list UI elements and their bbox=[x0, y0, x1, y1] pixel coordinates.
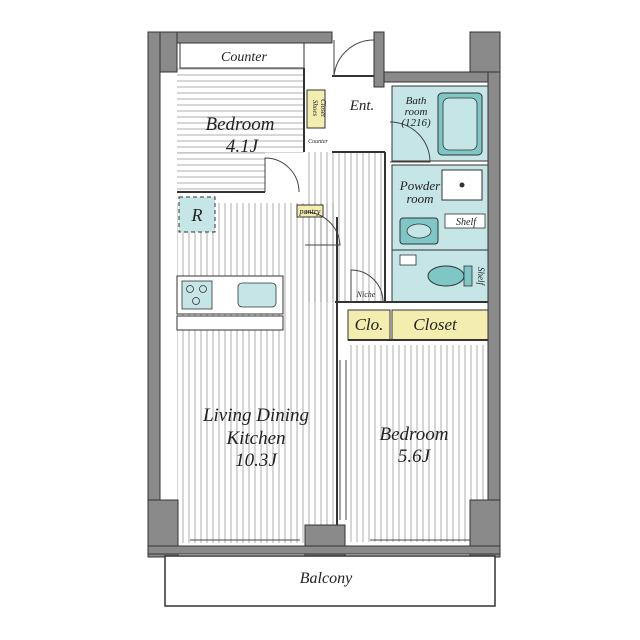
room-labels: Counter Bedroom 4.1J Shoes Closet Counte… bbox=[191, 50, 487, 587]
kitchen-counter bbox=[176, 275, 284, 331]
hall-door-swing bbox=[304, 211, 341, 246]
ldk-size: 10.3J bbox=[235, 450, 278, 471]
niche-label: Niche bbox=[356, 290, 376, 299]
bedroom-small-floor bbox=[177, 68, 304, 153]
bedroom-large-size: 5.6J bbox=[398, 446, 432, 467]
closet-box bbox=[391, 309, 489, 341]
shelf-toilet-label: Shelf bbox=[476, 267, 486, 286]
bathroom-label-2: room bbox=[405, 106, 428, 118]
clo-box bbox=[347, 309, 391, 341]
door-swings bbox=[264, 39, 431, 303]
shoes-closet-label-1: Shoes bbox=[311, 100, 319, 117]
wall-right bbox=[487, 31, 501, 558]
counter-top-box bbox=[179, 42, 305, 69]
entrance-door-swing bbox=[333, 39, 375, 77]
ldk-floor bbox=[177, 203, 337, 543]
clo-label: Clo. bbox=[355, 315, 384, 334]
toilet-icon bbox=[427, 265, 465, 287]
refrigerator-label: R bbox=[191, 205, 203, 225]
shoes-closet-box bbox=[306, 89, 326, 129]
outer-walls bbox=[147, 31, 501, 558]
floor-areas bbox=[177, 68, 488, 543]
closets bbox=[296, 89, 489, 341]
stove-icon bbox=[181, 280, 213, 310]
counter-top-label: Counter bbox=[221, 50, 267, 65]
bedroom-small-name: Bedroom bbox=[206, 114, 275, 135]
counter-small-label: Counter bbox=[308, 139, 328, 145]
powder-room-label-2: room bbox=[407, 191, 434, 206]
shoes-closet-label-2: Closet bbox=[319, 99, 327, 118]
shelf-powder-label: Shelf bbox=[456, 217, 477, 228]
closet-label: Closet bbox=[413, 315, 458, 334]
bedroom-small-size: 4.1J bbox=[226, 136, 260, 157]
bedroom-large-name: Bedroom bbox=[380, 424, 449, 445]
entrance-label: Ent. bbox=[349, 98, 375, 114]
toilet-door-swing bbox=[350, 269, 384, 303]
bedroom-small-floor-lower bbox=[177, 150, 265, 192]
balcony-outline bbox=[164, 555, 496, 607]
bedroom-large-floor bbox=[348, 345, 488, 542]
pantry-label: pantry bbox=[299, 207, 321, 216]
refrigerator-space bbox=[178, 196, 216, 233]
partitions bbox=[177, 68, 490, 545]
ldk-label-2: Kitchen bbox=[225, 428, 285, 449]
bedroom-door-swing bbox=[264, 157, 300, 193]
bathroom-label-3: (1216) bbox=[401, 117, 431, 129]
fixtures bbox=[399, 92, 486, 287]
kitchen-sink-icon bbox=[237, 282, 277, 308]
powder-door-swing bbox=[389, 121, 431, 163]
ldk-label-1: Living Dining bbox=[202, 405, 309, 426]
balcony-label: Balcony bbox=[300, 570, 353, 587]
bathroom-label-1: Bath bbox=[406, 95, 427, 107]
powder-room-label-1: Powder bbox=[399, 178, 441, 193]
wall-top-right bbox=[379, 71, 491, 83]
